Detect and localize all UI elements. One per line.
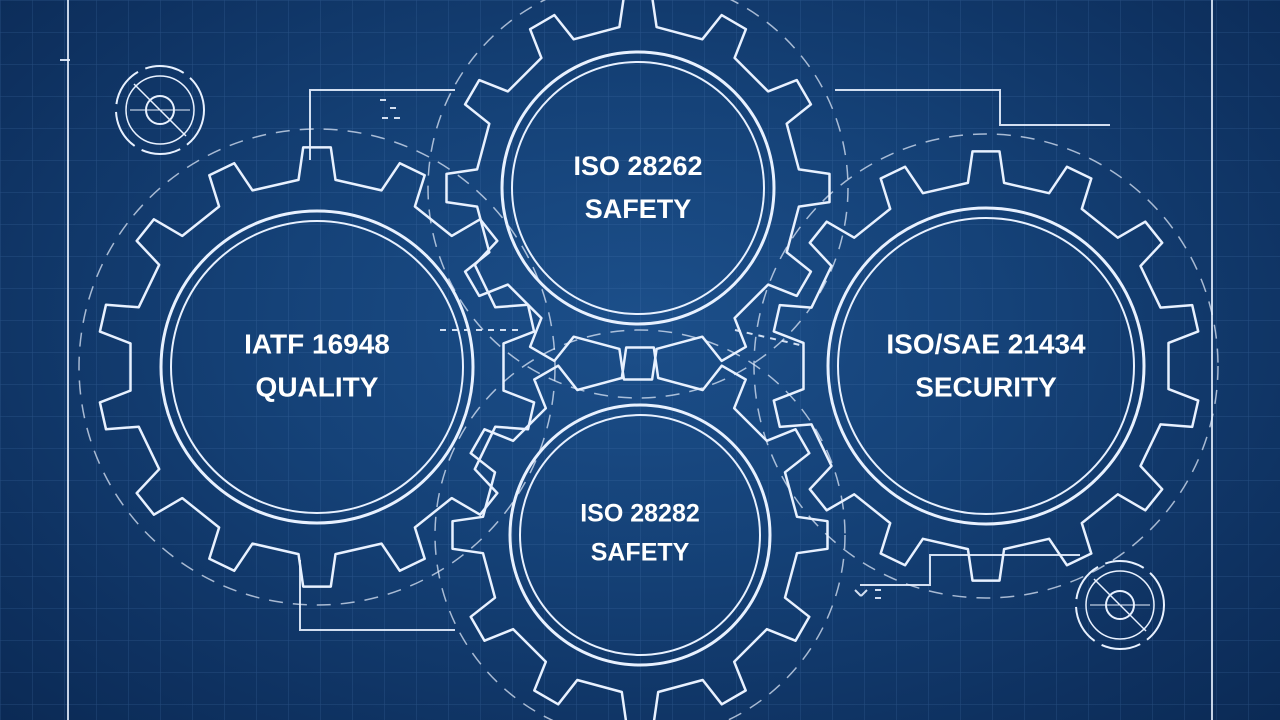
gear-safety-top-inner-ring <box>511 61 765 315</box>
gear-security-dashed-orbit <box>753 133 1219 599</box>
gear-security-teeth <box>772 150 1200 582</box>
blueprint-frame <box>67 0 1213 720</box>
gear-safety-top-subtitle: SAFETY <box>585 194 692 224</box>
gear-safety-bottom-title: ISO 28282 <box>580 500 700 528</box>
gear-emblem-icon <box>115 65 205 155</box>
gear-quality <box>78 128 556 606</box>
gear-quality-subtitle: QUALITY <box>256 371 379 402</box>
gear-safety-top <box>427 0 849 399</box>
gear-safety-bottom-outer-ring <box>508 403 772 667</box>
gear-safety-bottom-subtitle: SAFETY <box>591 539 690 567</box>
gear-emblem-icon <box>1075 560 1165 650</box>
gear-security-outer-ring <box>826 206 1146 526</box>
gear-safety-bottom-dashed-orbit <box>434 329 846 720</box>
gear-safety-bottom <box>434 329 846 720</box>
gear-security-inner-ring <box>837 217 1135 515</box>
gear-layer <box>78 0 1219 720</box>
gear-security-subtitle: SECURITY <box>915 371 1057 402</box>
gear-quality-title: IATF 16948 <box>244 328 390 359</box>
gear-security-title: ISO/SAE 21434 <box>886 328 1086 359</box>
gear-safety-bottom-inner-ring <box>519 414 761 656</box>
gear-safety-top-teeth <box>445 0 831 381</box>
gear-safety-top-dashed-orbit <box>427 0 849 399</box>
gear-safety-top-outer-ring <box>500 50 776 326</box>
gear-safety-top-title: ISO 28262 <box>573 151 702 181</box>
circuit-traces <box>60 59 1110 631</box>
gear-quality-teeth <box>98 146 536 588</box>
gear-safety-bottom-teeth <box>451 346 829 720</box>
gear-security <box>753 133 1219 599</box>
gear-quality-inner-ring <box>170 220 464 514</box>
gear-quality-outer-ring <box>159 209 475 525</box>
